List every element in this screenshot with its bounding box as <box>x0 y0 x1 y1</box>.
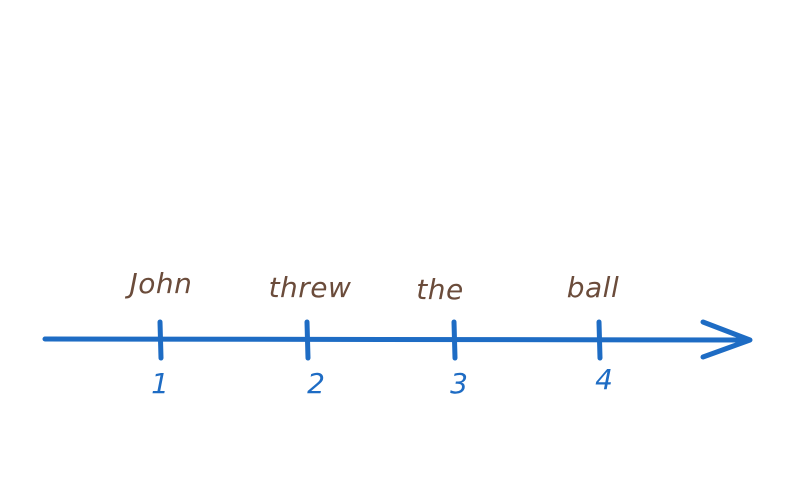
tick-word-label: threw <box>269 271 352 304</box>
tick-mark <box>451 319 458 361</box>
tick-number-label: 3 <box>450 367 468 400</box>
tick-word-label: the <box>416 273 463 306</box>
tick-mark <box>304 319 311 361</box>
tick-word-label: John <box>125 267 193 300</box>
tick-number-label: 4 <box>595 363 613 396</box>
tick-mark <box>157 319 164 361</box>
tick-word-label: ball <box>567 271 620 304</box>
tick-mark <box>596 319 603 361</box>
tick-group-3: the 3 <box>416 273 468 400</box>
tick-number-label: 1 <box>151 367 169 400</box>
tick-group-4: ball 4 <box>567 271 620 396</box>
tick-group-1: John 1 <box>125 267 193 400</box>
timeline-axis <box>42 336 751 343</box>
tick-group-2: threw 2 <box>269 271 352 400</box>
tick-number-label: 2 <box>307 367 325 400</box>
arrow-head-icon <box>700 319 753 360</box>
